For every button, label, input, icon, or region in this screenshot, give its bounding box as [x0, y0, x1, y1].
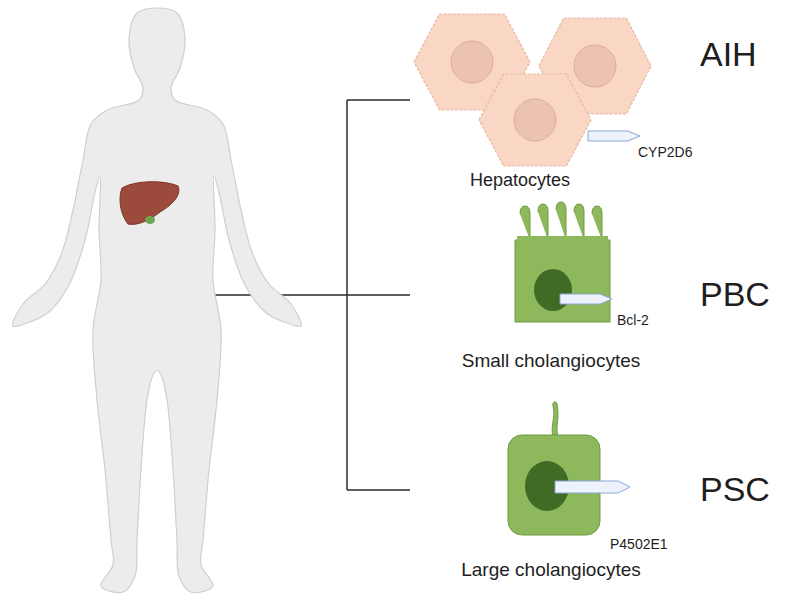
nucleus: [534, 269, 572, 311]
cell-top: [517, 236, 608, 244]
marker-label: Bcl-2: [617, 312, 649, 328]
bracket-tick: [347, 489, 410, 491]
disease-label: PBC: [700, 276, 770, 313]
gallbladder: [145, 216, 155, 224]
pointer: [588, 131, 640, 141]
bracket-line: [346, 100, 348, 490]
nucleus: [574, 45, 616, 87]
cell-body: [515, 240, 610, 322]
cell-type-label: Hepatocytes: [470, 170, 570, 191]
hepatocyte-cell: [479, 74, 591, 166]
nucleus: [451, 41, 493, 83]
cell-type-label: Small cholangiocytes: [462, 350, 640, 372]
nucleus: [514, 99, 556, 141]
bracket-tick: [347, 99, 410, 101]
disease-label: AIH: [700, 36, 757, 73]
marker-label: P4502E1: [610, 536, 668, 552]
marker-label: CYP2D6: [638, 144, 692, 160]
pointer: [555, 481, 630, 493]
large-cholangiocyte-figure: [508, 402, 630, 535]
disease-label: PSC: [700, 471, 770, 508]
human-body: [13, 8, 302, 593]
cilium: [552, 402, 558, 437]
liver-shape: [120, 182, 179, 225]
cell-type-label: Large cholangiocytes: [461, 559, 641, 581]
microvilli: [520, 202, 602, 240]
cell-figure: CYP2D6Hepatocytes: [400, 10, 670, 195]
liver: [120, 182, 179, 225]
hepatocytes-figure: [414, 14, 651, 166]
cell-figure: P4502E1Large cholangiocytes: [395, 400, 705, 595]
cell-figure: Bcl-2Small cholangiocytes: [395, 200, 705, 380]
pointer: [560, 294, 612, 304]
body-silhouette: [13, 8, 302, 593]
small-cholangiocyte-figure: [515, 202, 612, 322]
